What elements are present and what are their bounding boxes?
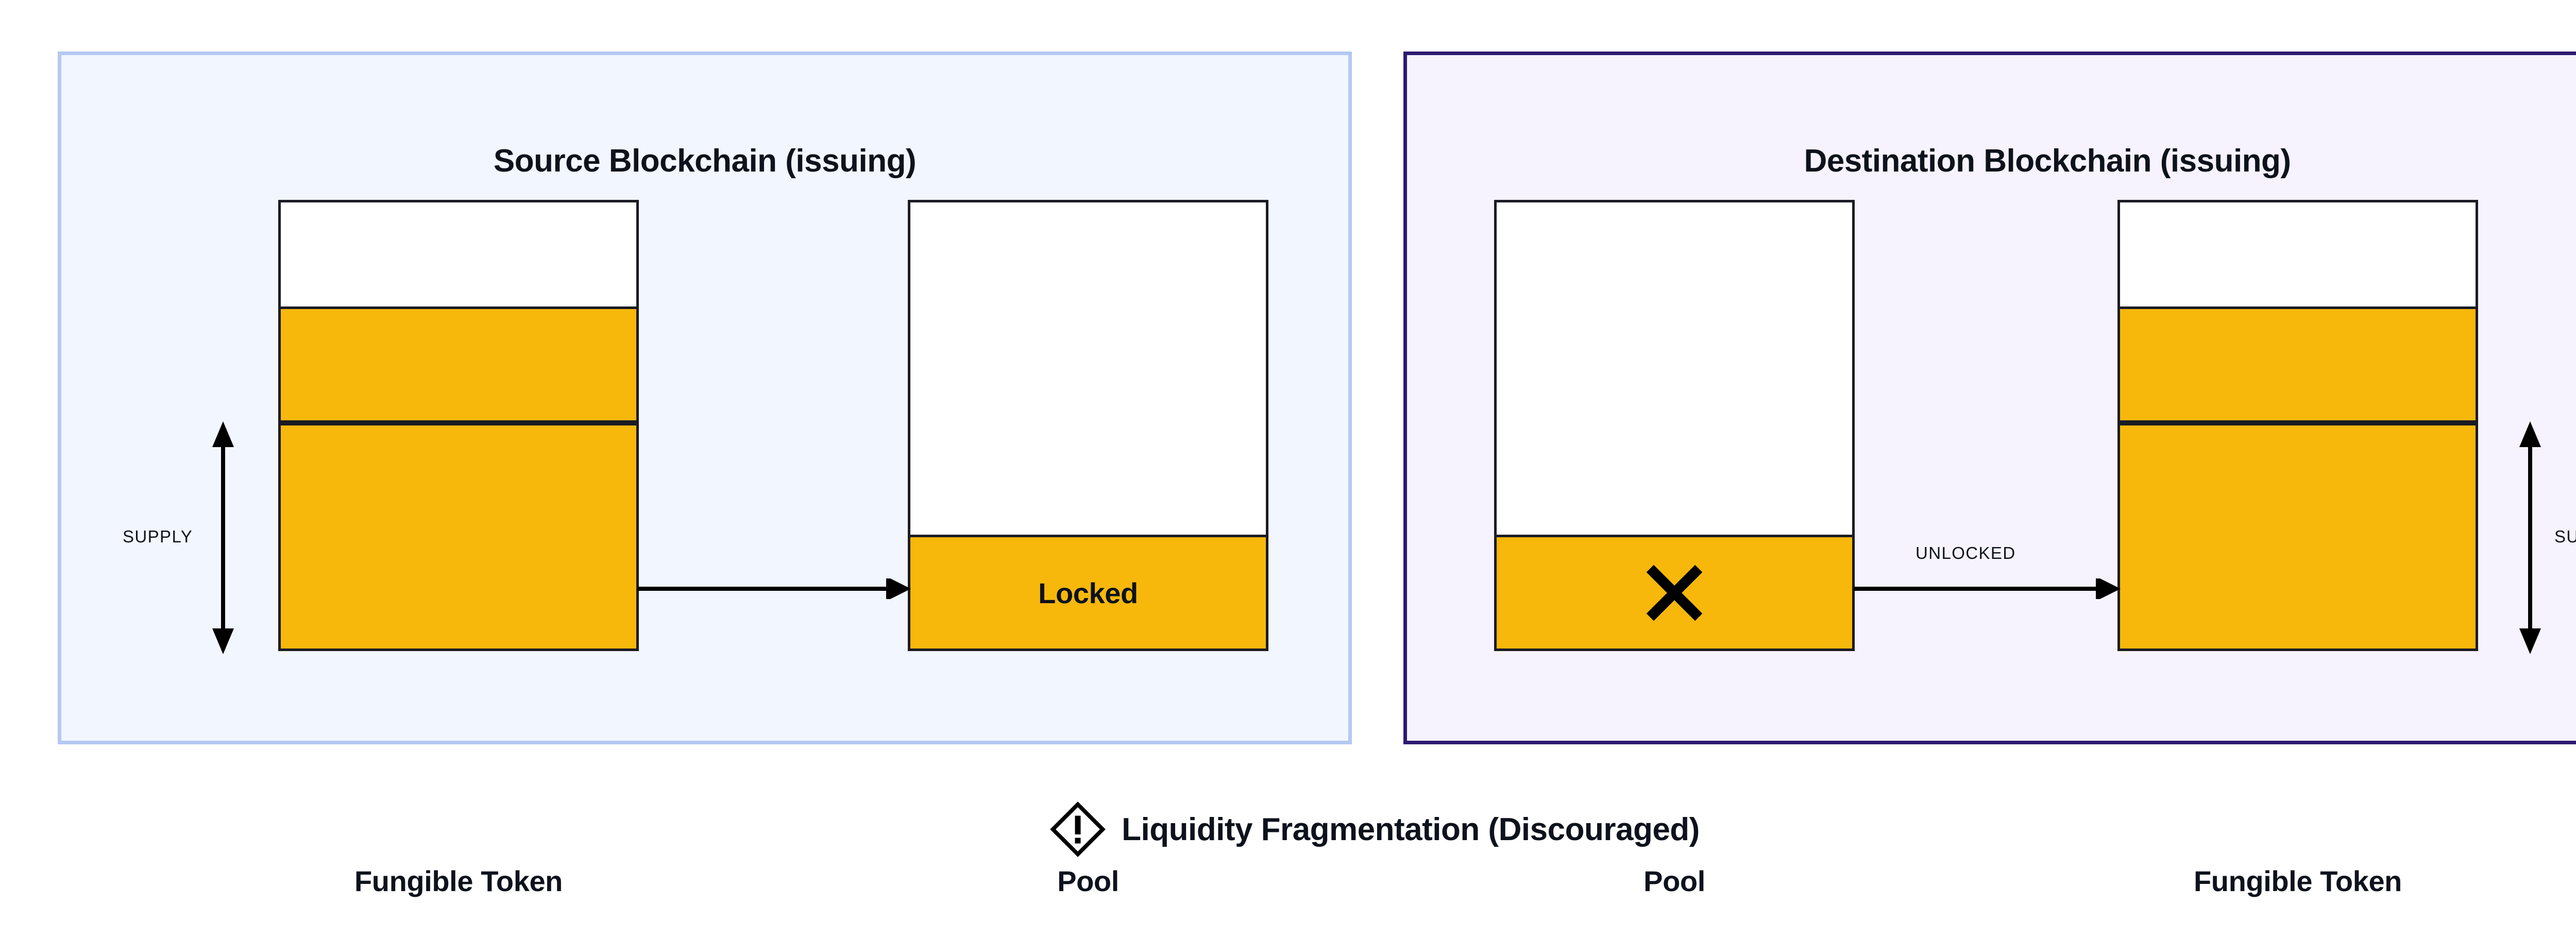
footer-caption: Liquidity Fragmentation (Discouraged)	[0, 801, 2576, 858]
source-token-gold-lower-segment	[278, 423, 639, 651]
destination-fungible-token-column: Fungible Token	[2117, 200, 2478, 897]
source-pool-locked-label: Locked	[1038, 576, 1138, 609]
source-supply-arrow-icon	[212, 421, 234, 654]
destination-pool-caption: Pool	[1643, 865, 1705, 897]
source-fungible-token-bar	[278, 200, 639, 651]
source-fungible-token-column: Fungible Token	[278, 200, 639, 897]
destination-panel-title: Destination Blockchain (issuing)	[1804, 143, 2291, 179]
footer-caption-text: Liquidity Fragmentation (Discouraged)	[1122, 811, 1700, 847]
source-token-gold-upper-segment	[278, 306, 639, 423]
warning-diamond-icon	[1050, 801, 1106, 857]
destination-unlock-flow-arrow-icon	[1854, 578, 2121, 599]
destination-supply-label: SUPPLY	[2554, 527, 2576, 546]
source-pool-locked-segment: Locked	[908, 535, 1268, 651]
destination-supply-arrow-icon	[2519, 421, 2541, 654]
source-panel-title: Source Blockchain (issuing)	[493, 143, 917, 179]
destination-fungible-token-caption: Fungible Token	[2193, 865, 2402, 897]
source-lock-flow-arrow-icon	[638, 578, 911, 599]
destination-fungible-token-bar	[2117, 200, 2478, 651]
destination-token-gold-upper-segment	[2117, 306, 2478, 423]
source-pool-bar: Locked	[908, 200, 1268, 651]
destination-pool-bar	[1494, 200, 1855, 651]
destination-pool-filled-segment	[1494, 535, 1855, 651]
destination-token-gold-lower-segment	[2117, 423, 2478, 651]
x-mark-icon	[1646, 565, 1703, 621]
unlocked-arrow-label: UNLOCKED	[1916, 543, 2016, 562]
destination-pool-column: Pool	[1494, 200, 1855, 897]
source-supply-label: SUPPLY	[123, 527, 193, 546]
source-pool-caption: Pool	[1057, 865, 1119, 897]
source-pool-column: Locked Pool	[908, 200, 1268, 897]
source-fungible-token-caption: Fungible Token	[354, 865, 563, 897]
